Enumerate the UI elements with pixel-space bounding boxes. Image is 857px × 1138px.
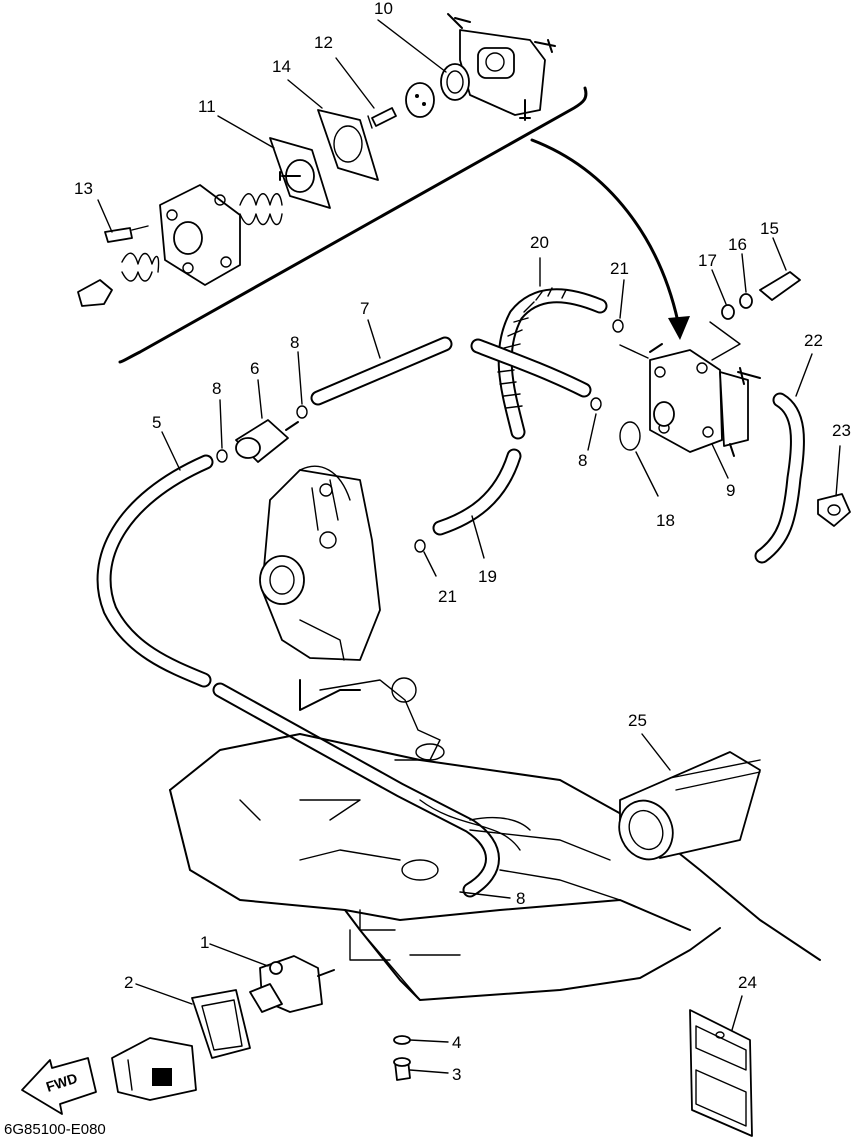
fwd-arrow-icon: FWD bbox=[21, 1057, 97, 1115]
label-2: 2 bbox=[124, 973, 133, 992]
part-9-fuel-pump bbox=[619, 321, 761, 457]
part-23-clip bbox=[817, 493, 851, 527]
label-8b: 8 bbox=[212, 379, 221, 398]
part-6-fuel-filter bbox=[235, 419, 299, 463]
label-20: 20 bbox=[530, 233, 549, 252]
clip-8-left bbox=[216, 449, 228, 463]
part-7-hose bbox=[310, 336, 453, 406]
label-8a: 8 bbox=[290, 333, 299, 352]
label-19: 19 bbox=[478, 567, 497, 586]
label-12: 12 bbox=[314, 33, 333, 52]
clip-21-lower bbox=[414, 539, 426, 553]
label-10: 10 bbox=[374, 0, 393, 18]
label-15: 15 bbox=[760, 219, 779, 238]
part-12-screw-and-valve bbox=[367, 82, 435, 129]
part-5-hose bbox=[96, 454, 214, 688]
label-9: 9 bbox=[726, 481, 735, 500]
part-18-o-ring bbox=[619, 421, 641, 451]
label-16: 16 bbox=[728, 235, 747, 254]
label-7: 7 bbox=[360, 299, 369, 318]
part-22-hose bbox=[754, 392, 805, 564]
label-25: 25 bbox=[628, 711, 647, 730]
clip-8-middle bbox=[296, 405, 308, 419]
spring-lower bbox=[121, 252, 160, 282]
label-13: 13 bbox=[74, 179, 93, 198]
label-3: 3 bbox=[452, 1065, 461, 1084]
part-19-hose bbox=[432, 448, 522, 536]
part-15-bolt bbox=[759, 271, 801, 301]
part-10-diaphragm-ring bbox=[440, 63, 470, 101]
label-23: 23 bbox=[832, 421, 851, 440]
label-5: 5 bbox=[152, 413, 161, 432]
label-8d: 8 bbox=[516, 889, 525, 908]
label-4: 4 bbox=[452, 1033, 461, 1052]
part-14-gasket bbox=[317, 109, 379, 181]
label-21a: 21 bbox=[610, 259, 629, 278]
label-24: 24 bbox=[738, 973, 757, 992]
label-11: 11 bbox=[198, 97, 216, 116]
pump-cover bbox=[159, 184, 241, 286]
part-16-washer bbox=[739, 293, 753, 309]
part-3-screw bbox=[393, 1057, 411, 1081]
spring-upper bbox=[239, 193, 283, 226]
leader-lines bbox=[97, 19, 841, 1074]
tank-hose bbox=[212, 682, 500, 898]
part-25-sleeve bbox=[618, 751, 761, 861]
label-21b: 21 bbox=[438, 587, 457, 606]
exploded-view-bracket bbox=[118, 86, 690, 364]
footer-code: 6G85100-E080 bbox=[4, 1121, 106, 1138]
part-2-seal bbox=[191, 989, 251, 1059]
part-4-washer bbox=[393, 1035, 411, 1045]
fuel-tank bbox=[169, 733, 821, 1001]
check-valve bbox=[77, 279, 113, 307]
pump-to-carb-hose bbox=[470, 338, 592, 398]
label-17: 17 bbox=[698, 251, 717, 270]
part-1-fuel-joint bbox=[249, 955, 335, 1013]
fuel-connector bbox=[111, 1037, 197, 1101]
part-17-washer bbox=[721, 304, 735, 320]
label-1: 1 bbox=[200, 933, 209, 952]
part-labels: 1 2 3 4 5 6 7 8 8 8 8 9 10 11 12 13 14 1… bbox=[74, 0, 851, 1084]
label-14: 14 bbox=[272, 57, 291, 76]
clip-21-top bbox=[612, 319, 624, 333]
label-22: 22 bbox=[804, 331, 823, 350]
carburetor bbox=[259, 465, 445, 761]
label-6: 6 bbox=[250, 359, 259, 378]
label-8c: 8 bbox=[578, 451, 587, 470]
clip-8-right bbox=[590, 397, 602, 411]
part-24-label bbox=[689, 1009, 753, 1137]
part-11-diaphragm-plate bbox=[269, 137, 331, 209]
part-13-screw bbox=[104, 225, 149, 243]
label-18: 18 bbox=[656, 511, 675, 530]
